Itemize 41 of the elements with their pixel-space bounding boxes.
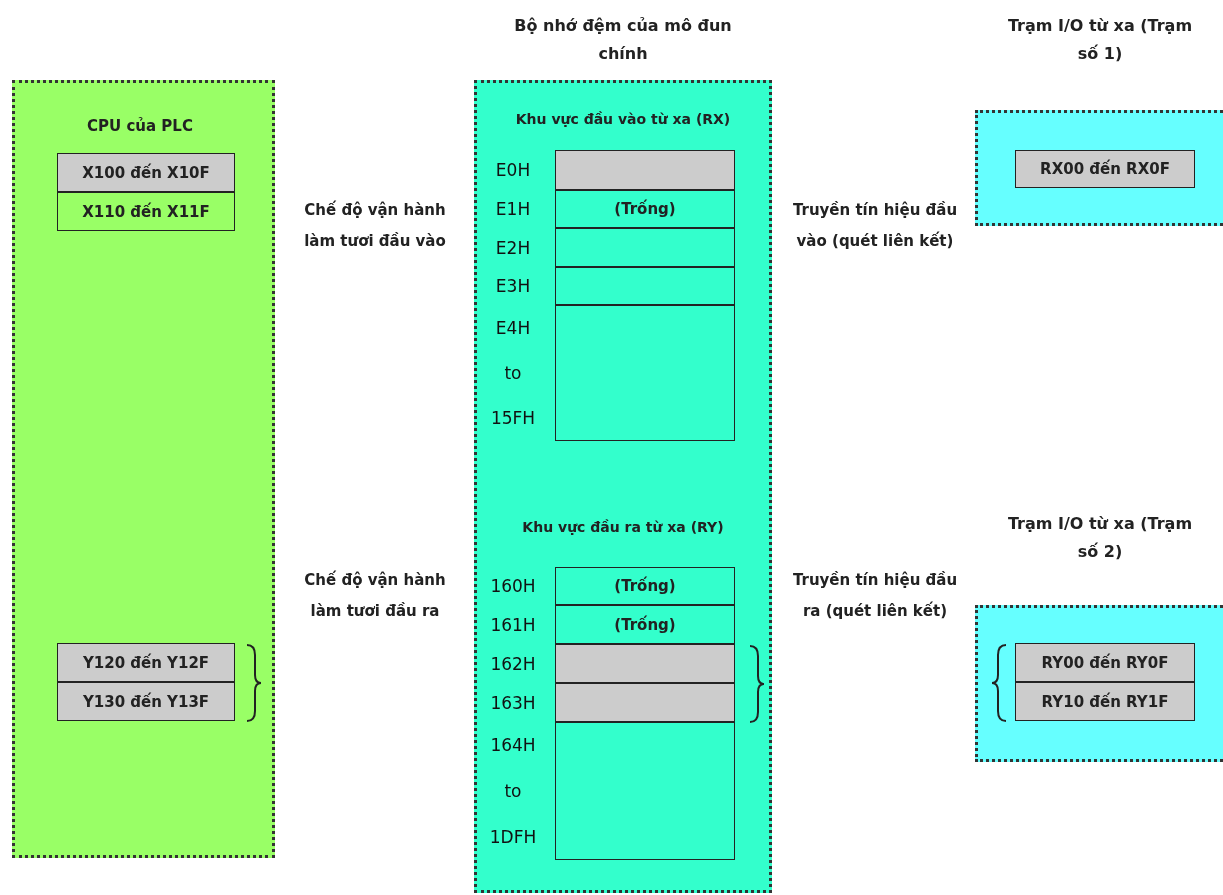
memory-cell: [555, 150, 735, 190]
panel-heading: CPU của PLC: [86, 116, 194, 137]
mode-label: Chế độ vận hành làm tươi đầu vào: [303, 200, 447, 252]
address-cell: Y120 đến Y12F: [57, 643, 235, 682]
mode-label: Chế độ vận hành làm tươi đầu ra: [303, 570, 447, 622]
address-label: 161H: [489, 614, 537, 635]
memory-cell: [555, 644, 735, 683]
address-label: E3H: [494, 276, 532, 296]
memory-cell: [555, 305, 735, 441]
address-cell: (Trống): [555, 567, 735, 605]
memory-cell: [555, 267, 735, 305]
area-heading: Khu vực đầu vào từ xa (RX): [514, 110, 732, 129]
address-cell: RY10 đến RY1F: [1015, 682, 1195, 721]
address-label: E4H: [494, 317, 532, 338]
address-cell: X100 đến X10F: [57, 153, 235, 192]
address-label: E2H: [494, 237, 532, 258]
address-label: to: [503, 363, 523, 383]
panel-heading: Bộ nhớ đệm của mô đun chính: [513, 15, 733, 65]
address-label: to: [503, 781, 523, 801]
address-label: 15FH: [489, 408, 537, 429]
address-label: 160H: [489, 576, 537, 596]
memory-cell: [555, 683, 735, 722]
address-cell: Y130 đến Y13F: [57, 682, 235, 721]
address-cell: RX00 đến RX0F: [1015, 150, 1195, 188]
address-label: 164H: [489, 735, 537, 755]
address-cell: X110 đến X11F: [57, 192, 235, 231]
address-label: E1H: [494, 199, 532, 219]
memory-cell: [555, 722, 735, 860]
memory-cell: [555, 228, 735, 267]
address-label: 162H: [489, 653, 537, 674]
address-cell: (Trống): [555, 605, 735, 644]
area-heading: Khu vực đầu ra từ xa (RY): [521, 518, 725, 537]
panel-heading: Trạm I/O từ xa (Trạm số 2): [1006, 513, 1194, 563]
address-label: 163H: [489, 692, 537, 713]
address-cell: (Trống): [555, 190, 735, 228]
address-label: E0H: [494, 160, 532, 180]
address-cell: RY00 đến RY0F: [1015, 643, 1195, 682]
mode-label: Truyền tín hiệu đầu vào (quét liên kết): [791, 200, 959, 252]
address-label: 1DFH: [488, 827, 538, 847]
panel-heading: Trạm I/O từ xa (Trạm số 1): [1006, 15, 1194, 65]
mode-label: Truyền tín hiệu đầu ra (quét liên kết): [791, 570, 959, 622]
